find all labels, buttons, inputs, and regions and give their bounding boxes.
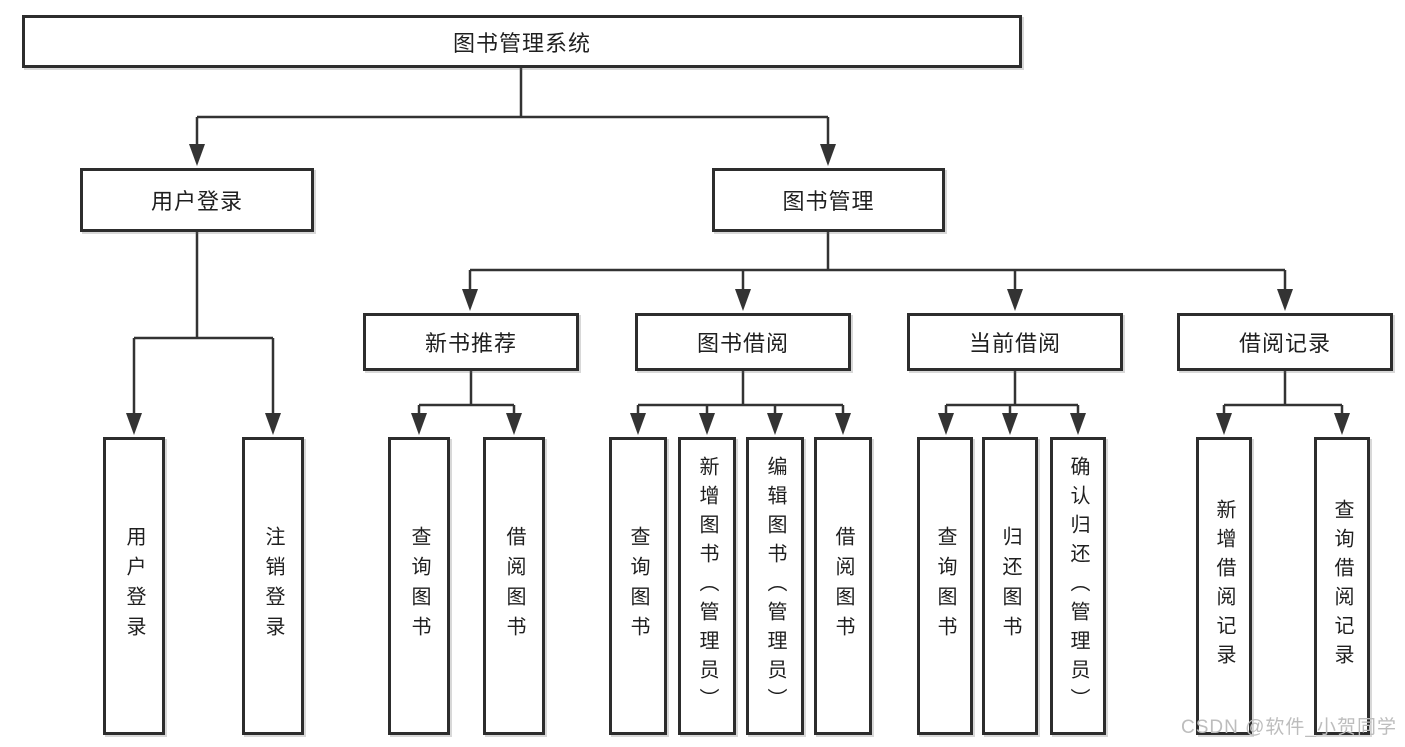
leaf-add-book-admin: 新增图书（管理员）: [678, 437, 736, 735]
node-current-borrow: 当前借阅: [907, 313, 1123, 371]
leaf-logout: 注销登录: [242, 437, 304, 735]
node-root-library-system: 图书管理系统: [22, 15, 1022, 68]
leaf-borrow-book-1: 借阅图书: [483, 437, 545, 735]
node-book-management: 图书管理: [712, 168, 945, 232]
leaf-query-book-1: 查询图书: [388, 437, 450, 735]
leaf-user-login: 用户登录: [103, 437, 165, 735]
node-new-book-recommend: 新书推荐: [363, 313, 579, 371]
leaf-add-borrow-record: 新增借阅记录: [1196, 437, 1252, 735]
leaf-query-borrow-record: 查询借阅记录: [1314, 437, 1370, 735]
leaf-borrow-book-2: 借阅图书: [814, 437, 872, 735]
csdn-watermark: CSDN @软件_小贺同学: [1181, 717, 1397, 738]
leaf-query-book-3: 查询图书: [917, 437, 973, 735]
node-book-borrow: 图书借阅: [635, 313, 851, 371]
node-borrow-record: 借阅记录: [1177, 313, 1393, 371]
leaf-query-book-2: 查询图书: [609, 437, 667, 735]
node-user-login: 用户登录: [80, 168, 314, 232]
leaf-return-book: 归还图书: [982, 437, 1038, 735]
leaf-edit-book-admin: 编辑图书（管理员）: [746, 437, 804, 735]
tree-edges: [132, 68, 1344, 416]
leaf-confirm-return-admin: 确认归还（管理员）: [1050, 437, 1106, 735]
arrowhead-icons: [126, 144, 1350, 435]
